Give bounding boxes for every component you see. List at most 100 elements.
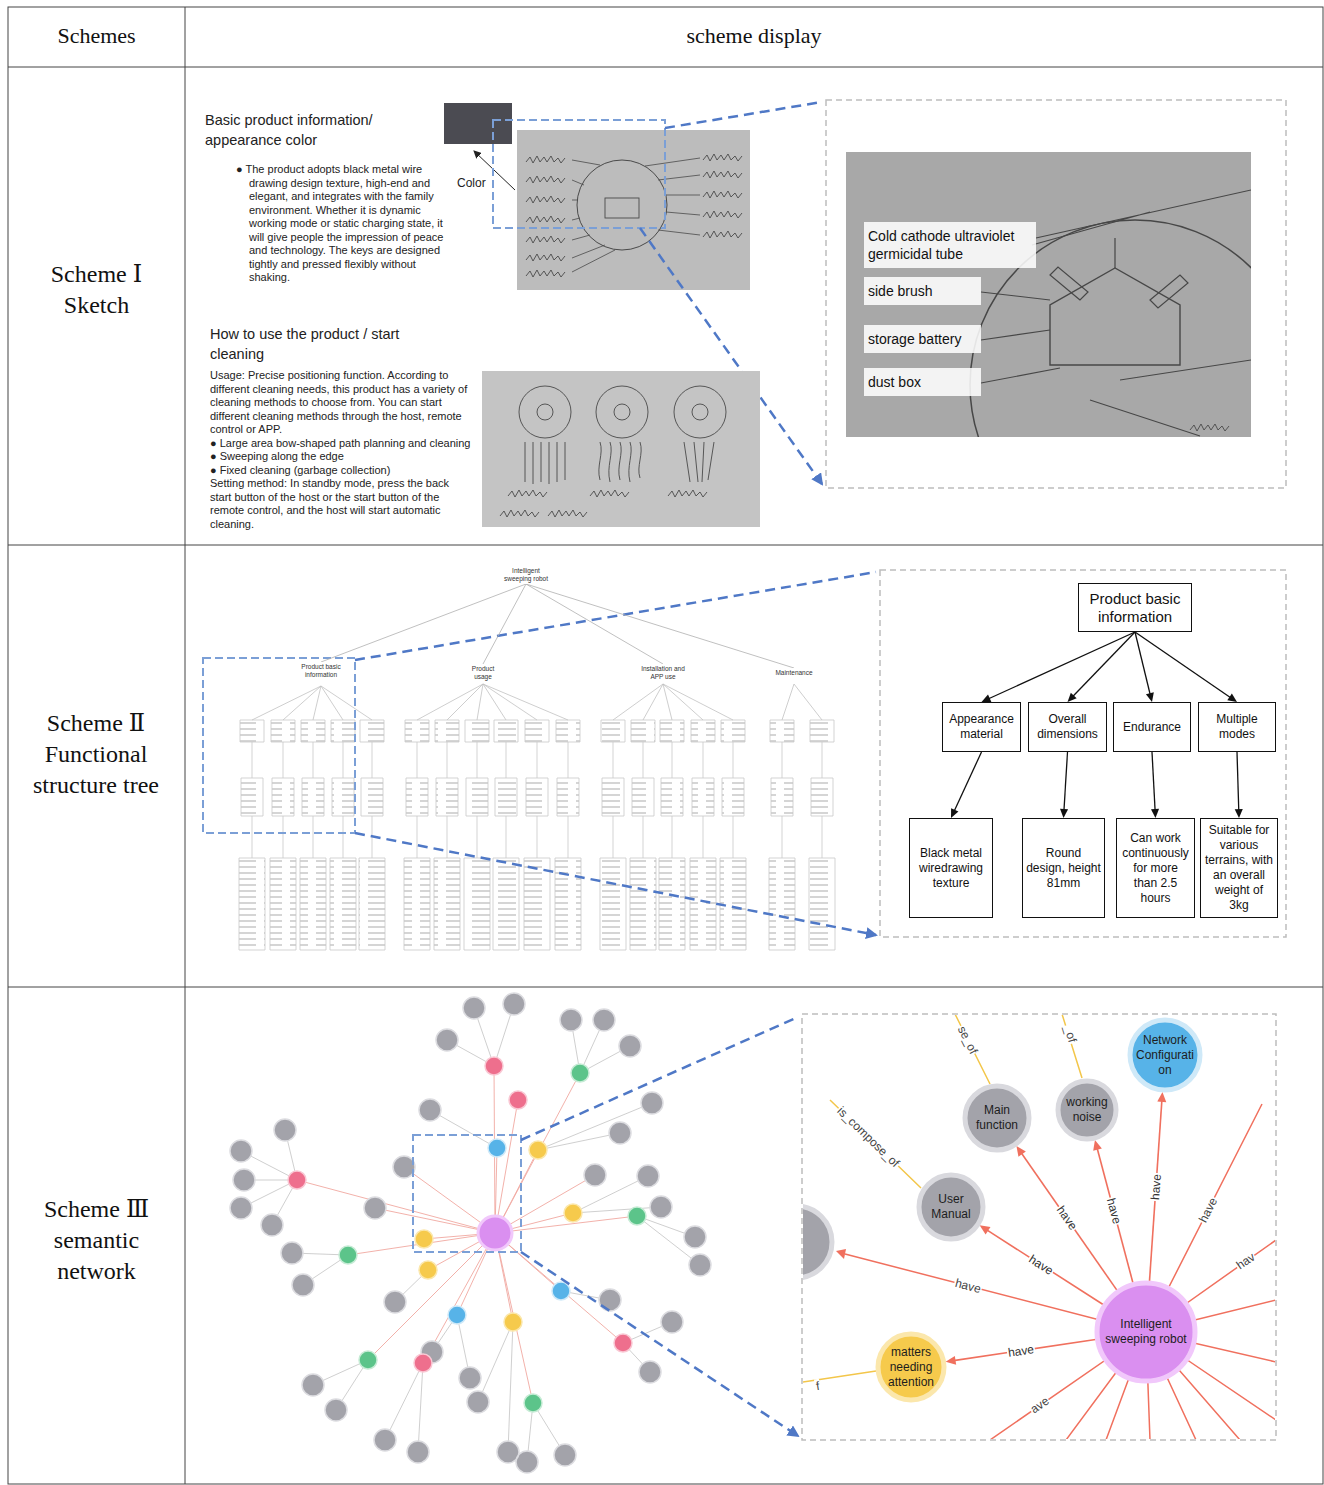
handwriting-scribble xyxy=(548,510,587,517)
network-node-green xyxy=(339,1064,646,1412)
tree-branches xyxy=(252,684,822,720)
robot-outline xyxy=(596,386,648,438)
connector-line xyxy=(526,584,794,668)
tree-leaf-boxes xyxy=(239,720,835,950)
zoom-frame xyxy=(493,120,665,228)
edge-label: have xyxy=(1148,1172,1164,1201)
connector-line xyxy=(321,584,526,662)
body-text: Usage: Precise positioning function. Acc… xyxy=(210,369,472,437)
node-text: Endurance xyxy=(1123,720,1181,735)
arrowhead xyxy=(1157,1092,1166,1102)
network-node: Intelligent sweeping robot xyxy=(1094,1280,1198,1384)
connector-line xyxy=(483,584,526,664)
handwriting-scribble xyxy=(526,236,565,243)
tree-arrow xyxy=(951,752,982,818)
tree-arrow xyxy=(982,632,1136,702)
tree-arrow xyxy=(1068,632,1136,702)
cleaning-path-hatching xyxy=(525,442,714,484)
tree-arrow xyxy=(1060,752,1068,818)
arrowhead xyxy=(1235,809,1243,818)
zoom-frame xyxy=(203,658,355,833)
connector-line xyxy=(954,1340,1096,1361)
robot-part xyxy=(614,404,630,420)
handwriting-scribble xyxy=(703,231,742,238)
tree-link xyxy=(526,584,794,668)
tree-link xyxy=(526,584,663,664)
relation-label: f xyxy=(814,1379,821,1394)
relation-label: have xyxy=(1195,1194,1220,1225)
arrowhead xyxy=(1016,1146,1025,1157)
tree-node: Product basic information xyxy=(293,662,349,680)
robot-outline xyxy=(674,386,726,438)
connector-line xyxy=(954,752,981,811)
tree-arrow xyxy=(1151,752,1159,818)
handwriting-scribble xyxy=(703,154,742,161)
column-header: scheme display xyxy=(185,22,1323,50)
tree-box: Overall dimensions xyxy=(1028,702,1107,752)
connector-line xyxy=(1135,632,1231,698)
node-text: Product basic information xyxy=(1082,590,1188,626)
tree-box: Multiple modes xyxy=(1198,702,1276,752)
bullet-text: ● Sweeping along the edge xyxy=(210,450,472,464)
robot-part xyxy=(692,404,708,420)
tree-arrow xyxy=(1235,752,1243,818)
side-brush-sketch xyxy=(1050,238,1188,308)
network-node-grey xyxy=(230,993,711,1473)
tree-box: Endurance xyxy=(1113,702,1191,752)
arrowhead xyxy=(1151,809,1159,818)
network-node: matters needing attention xyxy=(875,1331,947,1403)
relation-label: have xyxy=(953,1276,984,1297)
tree-box: Appearance material xyxy=(942,702,1021,752)
tree-box: Suitable for various terrains, with an o… xyxy=(1200,818,1278,918)
node-text: Installation and APP use xyxy=(637,665,689,681)
section-heading: Basic product information/ appearance co… xyxy=(205,110,440,150)
handwriting-scribble xyxy=(1190,424,1229,431)
bullet-text: ● Fixed cleaning (garbage collection) xyxy=(210,464,472,478)
relation-line xyxy=(845,1104,1275,1439)
connector-line xyxy=(1237,752,1239,811)
relation-label: se_of xyxy=(955,1023,982,1057)
relation-label: hav xyxy=(1233,1249,1259,1273)
circle-fill xyxy=(965,1086,1029,1150)
relation-label: ave xyxy=(1027,1393,1053,1417)
handwriting-scribble xyxy=(526,216,565,223)
node-text: Product basic information xyxy=(294,663,348,679)
zoom-panel xyxy=(826,100,1286,488)
handwriting-scribble xyxy=(703,171,742,178)
bullet-text: ● Large area bow-shaped path planning an… xyxy=(210,437,472,451)
node-text: Can work continuously for more than 2.5 … xyxy=(1120,831,1191,906)
zoom-panel xyxy=(802,1014,1276,1440)
connector-line xyxy=(986,1230,1103,1305)
arrowhead xyxy=(951,808,958,818)
handwriting-scribble xyxy=(508,490,547,497)
node-text: Network Configuration xyxy=(1133,1033,1197,1078)
node-text: Main function xyxy=(968,1103,1027,1133)
network-node-pink xyxy=(288,1057,632,1372)
robot-part xyxy=(605,198,639,218)
text-column: Usage: Precise positioning function. Acc… xyxy=(210,369,472,531)
cleaning-mode-sketches xyxy=(519,386,726,484)
circle-fill xyxy=(1097,1283,1195,1381)
node-text: Cold cathode ultraviolet germicidal tube xyxy=(868,227,1032,263)
body-text: Setting method: In standby mode, press t… xyxy=(210,477,472,531)
node-text: working noise xyxy=(1060,1095,1114,1125)
arrowhead xyxy=(982,695,992,702)
relation-line xyxy=(803,1015,1082,1382)
arrowhead xyxy=(946,1356,957,1365)
node-text: Suitable for various terrains, with an o… xyxy=(1204,823,1274,913)
node-text: Intelligent sweeping robot xyxy=(498,567,554,583)
tree-box: Black metal wiredrawing texture xyxy=(909,818,993,918)
sketch-photo xyxy=(517,130,750,290)
robot-part xyxy=(537,404,553,420)
network-node: Main function xyxy=(962,1083,1032,1153)
relation-arrow xyxy=(1093,1140,1133,1283)
edge-label: have xyxy=(1053,1203,1081,1234)
handwriting-scribble xyxy=(526,254,565,261)
handwriting-scribble xyxy=(668,490,707,497)
handwriting-scribble xyxy=(526,176,565,183)
row-header: Scheme Ⅲ semantic network xyxy=(34,1194,159,1287)
relation-arrow xyxy=(1016,1146,1116,1290)
tree-box: Round design, height 81mm xyxy=(1022,818,1105,918)
zoom-panel xyxy=(880,570,1286,937)
